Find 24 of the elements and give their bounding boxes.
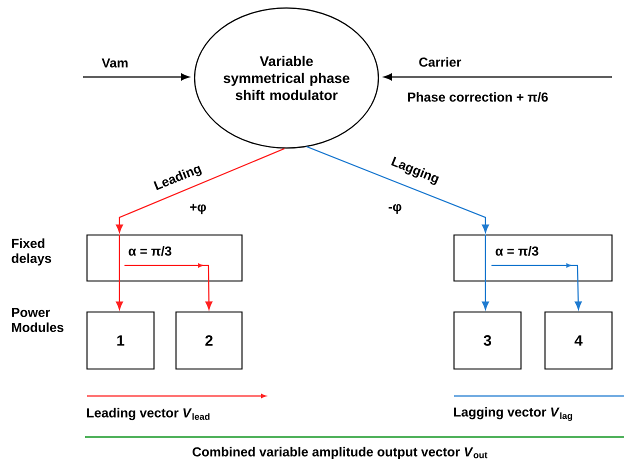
module-box: 3	[453, 311, 522, 370]
arrow	[124, 263, 212, 310]
edge-label: Carrier	[419, 57, 462, 67]
phase-label: +φ	[190, 204, 206, 214]
arrow	[116, 234, 123, 310]
arrow	[306, 146, 489, 233]
vector-label: Combined variable amplitude output vector V$_{out}$	[192, 446, 488, 460]
arrow	[384, 73, 612, 81]
arrow	[491, 263, 582, 310]
vector-label: Lagging vector V$_{lag}$	[454, 407, 572, 421]
module-box: 2	[175, 311, 243, 370]
delay-box: α = π/3	[453, 234, 613, 282]
delay-box: α = π/3	[86, 234, 243, 282]
arrow	[83, 73, 190, 81]
vector-label: Leading vector V$_{lead}$	[87, 408, 210, 420]
correction-label: Phase correction + π/6	[408, 92, 548, 102]
arrow	[482, 234, 489, 310]
edge-label: Vam	[102, 58, 128, 68]
row-label: Power Modules	[12, 308, 64, 332]
arrow	[116, 148, 285, 233]
row-label: Fixed delays	[12, 238, 52, 266]
module-box: 4	[544, 311, 613, 370]
module-box: 1	[86, 311, 155, 370]
phase-label: -φ	[388, 204, 402, 214]
